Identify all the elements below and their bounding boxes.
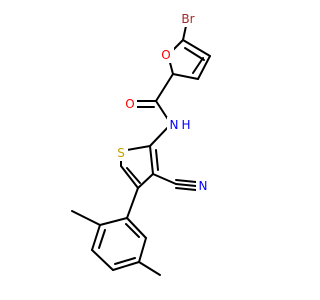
- bond-ph3-ph4: [91, 249, 114, 271]
- bond-c2-carbonyl: [155, 73, 174, 102]
- bond-triple-1: [175, 183, 197, 187]
- bond-ph2-ph3: [91, 224, 101, 251]
- atom-s-thiophene: S: [114, 145, 128, 161]
- bond-c2-c3: [172, 73, 199, 80]
- molecule-structure: Br O O N H S N: [71, 11, 211, 276]
- bond-ph5-ph6: [138, 237, 147, 263]
- bond-c5-c4: [120, 165, 139, 189]
- bonds: [71, 25, 211, 276]
- bond-ph6-ph1: [126, 217, 147, 239]
- bond-ph6-ph1-inner: [125, 223, 140, 238]
- atom-o-carbonyl: O: [123, 96, 137, 112]
- bond-br-c: [182, 25, 187, 41]
- bond-triple-3: [175, 187, 197, 191]
- atom-labels: Br O O N H S N: [114, 11, 210, 194]
- atom-h-amide-label: H: [181, 118, 190, 132]
- bond-c4-phenyl: [126, 187, 139, 219]
- bond-ph1-ph2: [99, 217, 128, 226]
- atom-br-label: Br: [181, 12, 194, 26]
- bond-methyl-1: [71, 210, 101, 226]
- bond-c3-c4-inner: [192, 57, 204, 74]
- atom-n-nitrile: N: [196, 178, 210, 194]
- atom-n-amide-label: N: [170, 118, 179, 132]
- bond-c4-c5: [182, 39, 211, 57]
- atom-br: Br: [177, 11, 199, 27]
- bond-c4-c5-inner: [184, 47, 205, 61]
- bond-ph2-ph3-inner: [98, 229, 106, 249]
- bond-c4-c3: [137, 173, 154, 189]
- atom-o-carbonyl-label: O: [125, 97, 134, 111]
- atom-o-furan: O: [160, 47, 174, 63]
- atom-n-amide: N H: [167, 117, 193, 133]
- atom-s-thiophene-label: S: [117, 146, 125, 160]
- bond-triple-2: [175, 179, 197, 183]
- bond-c3-c4: [197, 55, 211, 80]
- bond-c3-c2-inner: [155, 149, 159, 171]
- bond-methyl-2: [138, 261, 161, 276]
- atom-o-furan-label: O: [161, 48, 170, 62]
- bond-ph4-ph5-inner: [114, 257, 136, 265]
- atom-n-nitrile-label: N: [199, 179, 208, 193]
- bond-c3-c2: [149, 145, 154, 175]
- bond-c3-cn: [152, 173, 177, 185]
- bond-ph4-ph5: [112, 261, 140, 271]
- bond-c5-c4-inner: [126, 167, 141, 184]
